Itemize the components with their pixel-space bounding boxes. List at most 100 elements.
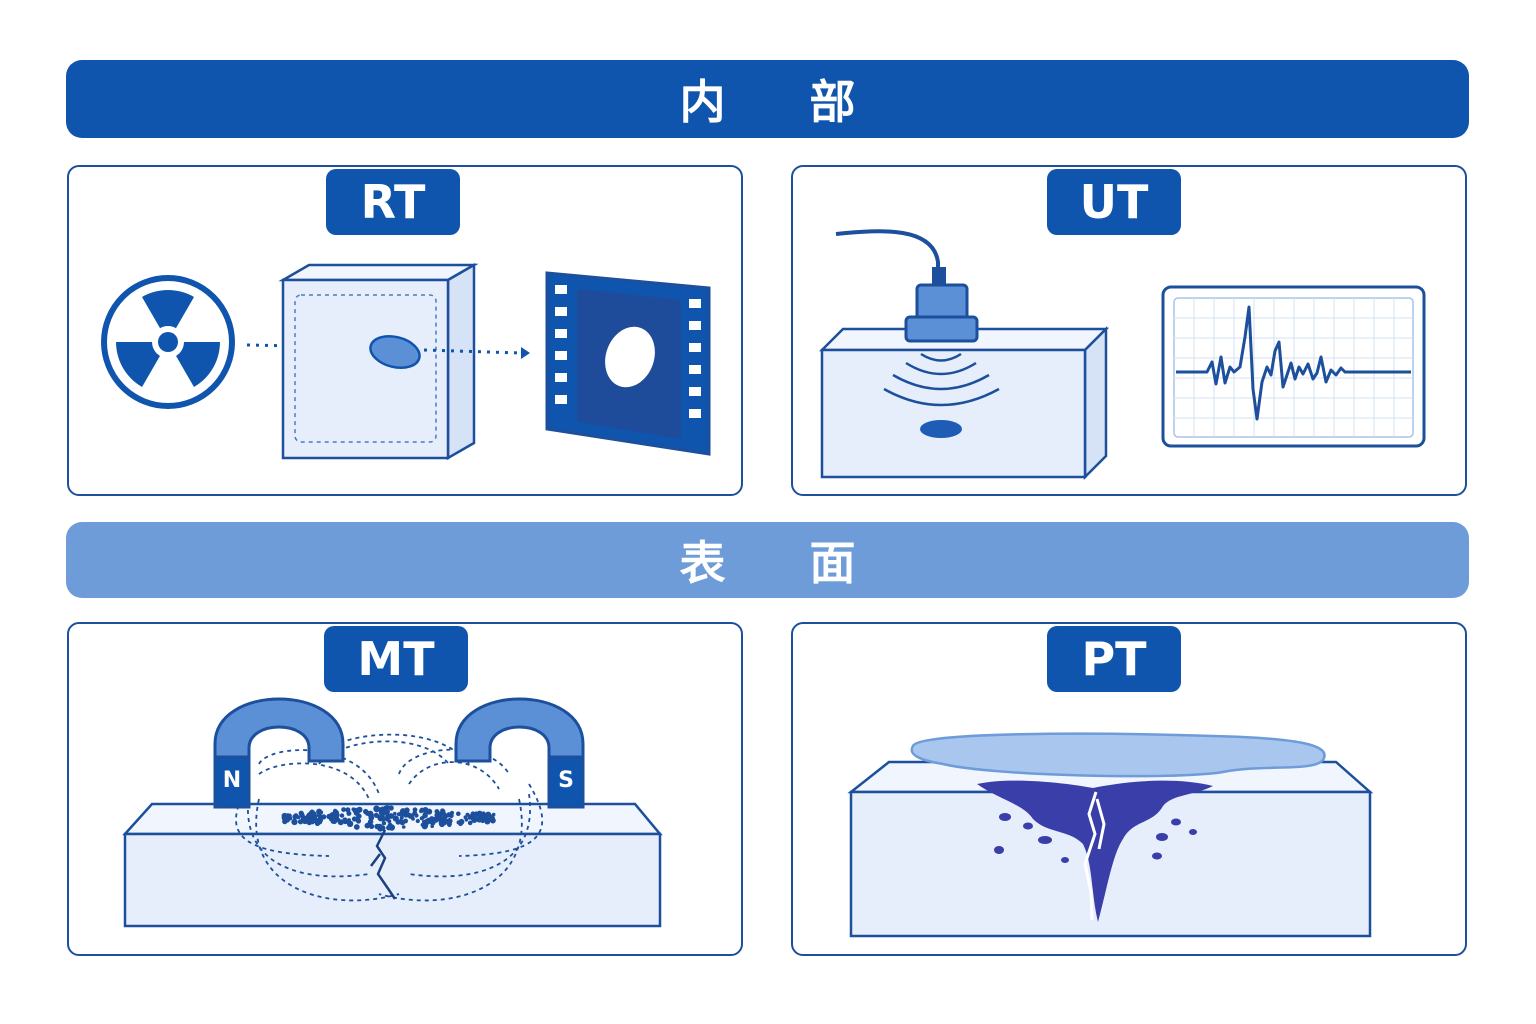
magnetic-particle: [434, 809, 440, 814]
magnetic-particle: [303, 819, 308, 825]
magnetic-particle: [423, 818, 430, 826]
magnetic-particle: [319, 810, 324, 815]
magnetic-particle: [335, 817, 340, 822]
magnetic-particle: [373, 812, 379, 818]
panel-rt: RT: [67, 165, 743, 496]
magnetic-particle: [387, 819, 392, 824]
magnetic-particle: [355, 816, 360, 821]
magnetic-particle: [401, 825, 406, 829]
magnetic-particle: [309, 819, 315, 825]
method-tag-ut: UT: [1047, 169, 1181, 235]
magnetic-particle: [476, 816, 483, 823]
section-label-surface: 表 面: [679, 536, 890, 590]
method-tag-pt: PT: [1047, 626, 1181, 692]
surface-crack-mt: [370, 829, 397, 900]
mt-illustration: N S: [122, 697, 663, 928]
magnetic-particle: [415, 818, 420, 824]
magnetic-particle: [464, 818, 469, 822]
magnetic-particle: [403, 818, 408, 824]
test-block-mt: [122, 802, 663, 928]
magnetic-particle: [384, 810, 389, 815]
magnetic-particle: [342, 817, 348, 823]
magnetic-particle: [291, 818, 298, 826]
test-block-rt: [278, 262, 479, 461]
magnetic-particle: [467, 820, 473, 826]
internal-defect: [369, 334, 421, 370]
pole-label-n: N: [223, 768, 241, 793]
magnetic-particle: [465, 812, 470, 817]
section-label-internal: 内 部: [679, 75, 890, 129]
magnetic-particle: [399, 815, 404, 820]
magnetic-particle: [380, 816, 386, 822]
magnetic-particle: [381, 821, 387, 826]
sound-waves: [883, 352, 1000, 407]
ultrasonic-waveform: [1176, 305, 1411, 421]
magnetic-particle: [434, 813, 439, 817]
magnetic-particle: [419, 816, 424, 821]
magnetic-particle: [388, 813, 394, 819]
dye-stain: [977, 780, 1213, 922]
ut-illustration: [818, 229, 1426, 481]
magnetic-particle: [447, 823, 452, 827]
magnetic-particle: [346, 820, 354, 827]
magnetic-particle: [287, 813, 292, 818]
pt-illustration: [847, 732, 1374, 938]
dye-splatter: [994, 813, 1197, 863]
magnetic-particle: [366, 822, 372, 828]
magnetic-particle: [430, 819, 436, 826]
pole-label-s: S: [558, 768, 574, 793]
section-header-internal: 内 部: [66, 60, 1469, 138]
magnetic-particle: [355, 809, 360, 815]
magnetic-particle: [458, 818, 465, 825]
beam-arrowhead-2: [521, 347, 530, 359]
magnetic-particle: [488, 814, 495, 821]
magnetic-particle: [473, 811, 480, 817]
magnetic-particle: [374, 823, 381, 830]
magnetic-particle: [395, 819, 401, 825]
magnetic-particle: [440, 809, 445, 814]
surface-crack-pt: [1083, 791, 1106, 921]
panel-mt: N S MT: [67, 622, 743, 956]
radiation-source-icon: [101, 275, 235, 409]
magnetic-particle: [400, 808, 406, 815]
magnetic-particle: [419, 809, 424, 814]
magnetic-particle: [470, 816, 476, 822]
magnetic-particle: [379, 810, 386, 817]
method-label-pt: PT: [1081, 632, 1147, 686]
method-label-mt: MT: [357, 632, 435, 686]
magnetic-particle: [483, 815, 488, 820]
magnetic-particle: [412, 810, 418, 816]
magnetic-particle: [411, 816, 415, 821]
magnetic-particle: [442, 815, 448, 820]
magnetic-particle: [441, 819, 448, 826]
magnetic-particle: [393, 811, 397, 816]
magnetic-particle: [341, 807, 346, 812]
film-icon: [545, 271, 711, 456]
method-label-rt: RT: [360, 175, 426, 229]
internal-flaw: [920, 420, 962, 438]
method-tag-mt: MT: [324, 626, 468, 692]
method-tag-rt: RT: [326, 169, 460, 235]
panel-ut: UT: [791, 165, 1467, 496]
panel-pt: PT: [791, 622, 1467, 956]
magnetic-particle: [383, 805, 388, 810]
magnetic-particle: [373, 805, 380, 812]
magnetic-particle: [296, 815, 301, 820]
test-block-ut: [818, 325, 1110, 481]
magnetic-particle: [353, 824, 360, 830]
magnetic-particle: [283, 814, 289, 820]
section-header-surface: 表 面: [66, 522, 1469, 598]
magnet-left-icon: [213, 697, 345, 809]
magnetic-field-lines: [235, 733, 544, 902]
oscilloscope-screen: [1161, 285, 1426, 448]
magnetic-particle: [310, 812, 317, 819]
magnetic-particle: [450, 810, 454, 815]
method-label-ut: UT: [1079, 175, 1149, 229]
magnetic-particle: [422, 812, 428, 819]
probe-cable: [835, 229, 940, 277]
magnet-right-icon: [454, 697, 585, 809]
magnetic-particle: [388, 824, 395, 831]
film-defect-image: [605, 326, 655, 388]
magnetic-particle: [339, 813, 345, 818]
magnetic-particle: [388, 805, 394, 811]
